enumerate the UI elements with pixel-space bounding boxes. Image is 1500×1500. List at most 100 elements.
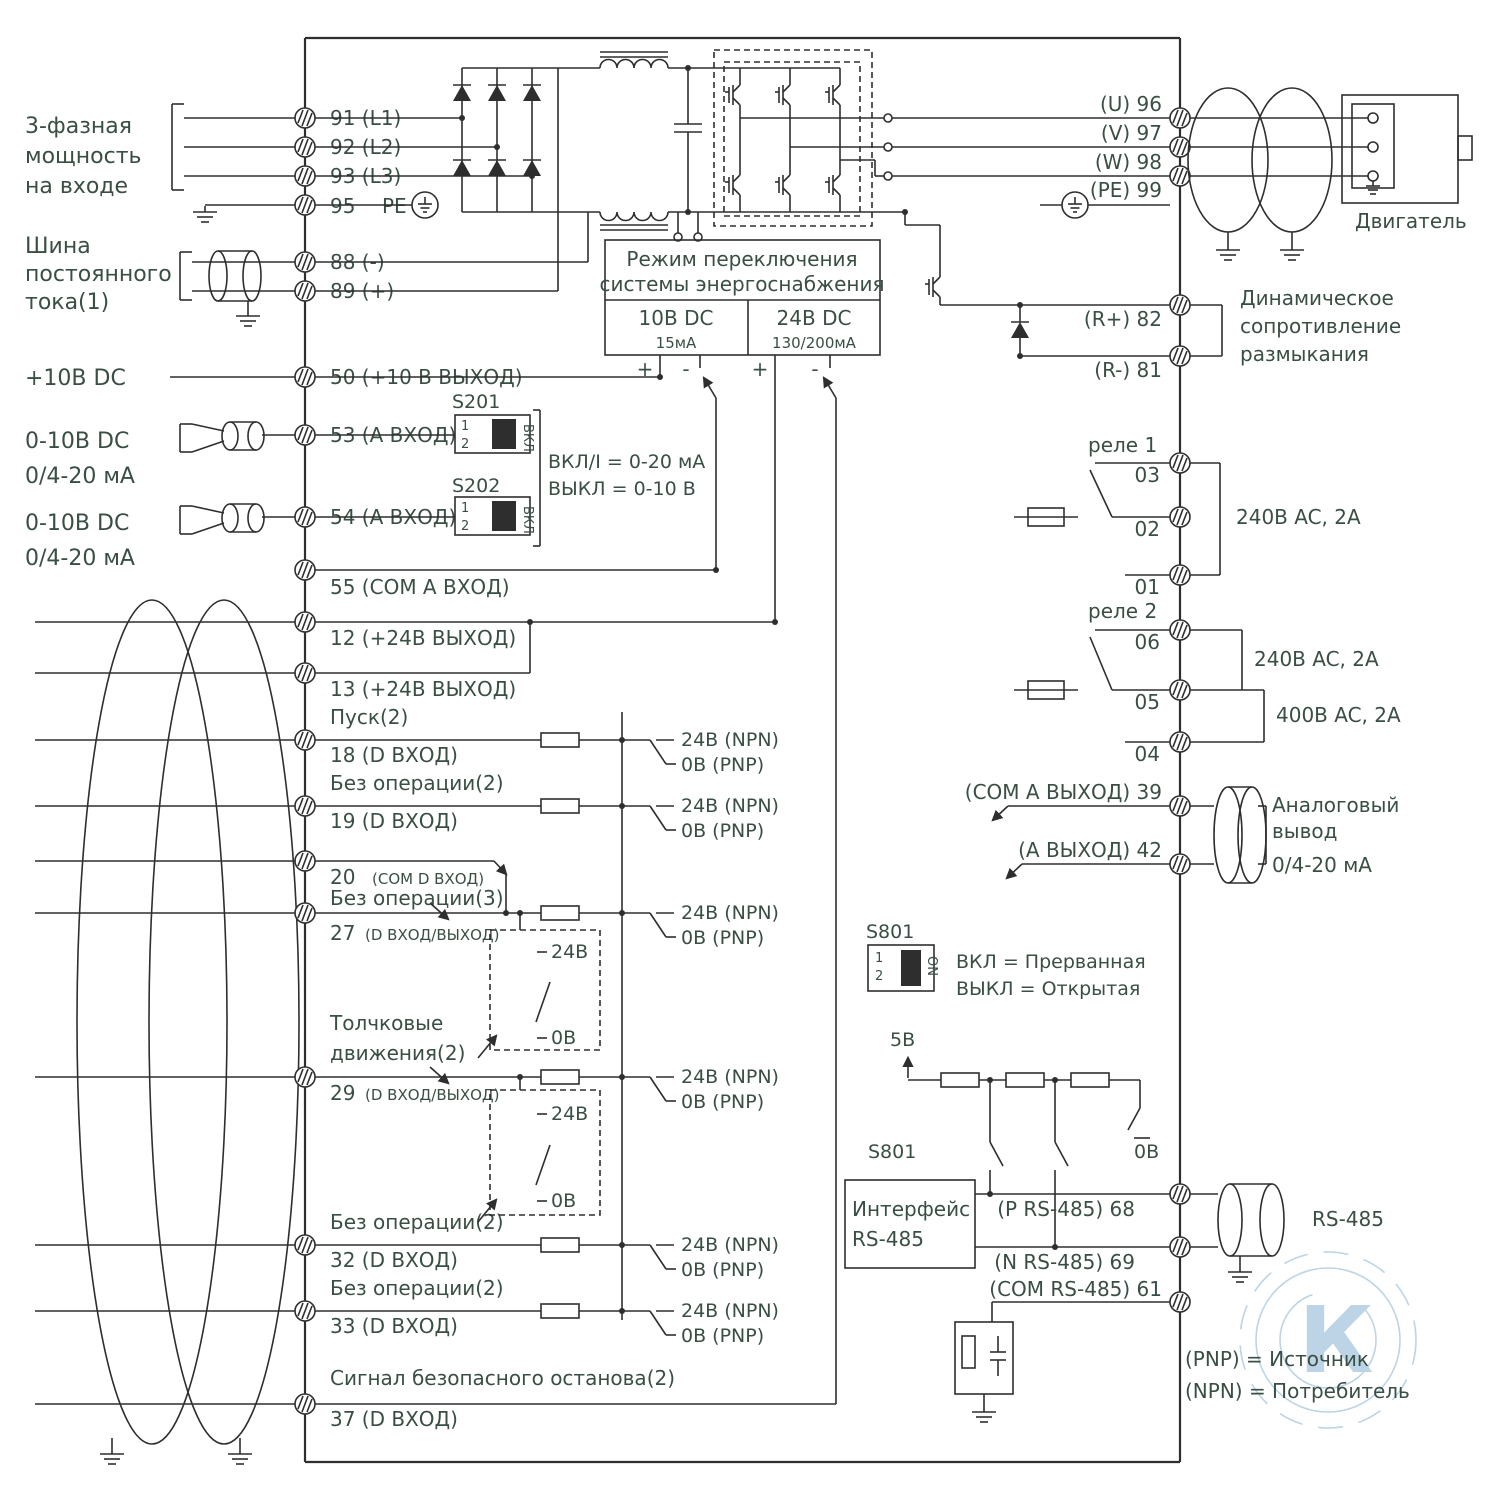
digital-input-row-27: 24В (NPN) 0В (PNP) (315, 902, 779, 949)
analog-input1-annotation: 0-10В DC 0/4-20 мА (25, 421, 295, 489)
left-terminal-labels: 91 (L1) 92 (L2) 93 (L3) 95 PE 88 (-) 89 … (329, 106, 675, 1431)
rs485-n-label: (N RS-485) 69 (994, 1250, 1135, 1274)
label-r82: (R+) 82 (1084, 307, 1162, 331)
brake-label-2: сопротивление (1240, 314, 1401, 338)
s202-pos2: 2 (461, 519, 469, 534)
rs485-shield-ground (1227, 1265, 1253, 1283)
smps-24v-minus: - (811, 357, 818, 381)
terminal-61 (1169, 1291, 1191, 1313)
label-w98: (W) 98 (1095, 150, 1162, 174)
rs485-interface: Интерфейс RS-485 (P RS-485) 68 (N RS-485… (844, 1179, 1170, 1423)
dc-bus-label-2: постоянного (25, 262, 172, 287)
label-jog-1: Толчковые (329, 1011, 443, 1035)
pnp-label-29: 0В (PNP) (681, 1091, 764, 1113)
terminal-92 (294, 136, 316, 158)
input-ground-symbol (192, 205, 218, 223)
jumper-box-29: 24В 0В (477, 1074, 601, 1223)
s801-note-1: ВКЛ = Прерванная (956, 951, 1146, 973)
dc-bus-label-3: тока(1) (25, 290, 109, 315)
label-safestop: Сигнал безопасного останова(2) (330, 1366, 675, 1390)
termination-ground (971, 1405, 997, 1423)
ain1-label-2: 0/4-20 мА (25, 464, 135, 489)
terminal-37 (294, 1393, 316, 1415)
label-29-desc: (D ВХОД/ВЫХОД) (365, 1086, 500, 1104)
smps-10v-label: 10В DC (639, 306, 714, 330)
terminal-82 (1169, 294, 1191, 316)
npn-label-19: 24В (NPN) (681, 795, 779, 817)
terminal-29 (294, 1066, 316, 1088)
relay1-c01: 01 (1135, 575, 1160, 599)
relay2-label: реле 2 (1088, 599, 1157, 623)
relay1-rating: 240В AC, 2А (1236, 505, 1361, 529)
three-phase-label-1: 3-фазная (25, 114, 132, 139)
s801-pos1: 1 (875, 951, 883, 966)
pnp-label-33: 0В (PNP) (681, 1325, 764, 1347)
npn-label-18: 24В (NPN) (681, 729, 779, 751)
pe-terminal-symbol (411, 191, 439, 219)
label-noop-27: Без операции(3) (330, 886, 504, 910)
jumper29-24v: 24В (551, 1103, 588, 1125)
label-pe: PE (382, 194, 407, 218)
rectifier-bridge (315, 67, 600, 219)
terminal-50 (294, 366, 316, 388)
plus10v-label: +10В DC (25, 366, 126, 391)
s801-on-label: ON (924, 956, 939, 976)
dc-choke-bottom (599, 211, 905, 231)
npn-label-33: 24В (NPN) (681, 1300, 779, 1322)
rs485-com-label: (COM RS-485) 61 (989, 1277, 1162, 1301)
analog-input2-annotation: 0-10В DC 0/4-20 мА (25, 503, 295, 571)
s201-label: S201 (452, 391, 500, 413)
dc-link-capacitor (673, 65, 703, 242)
relay2-c04: 04 (1135, 742, 1160, 766)
terminal-68 (1169, 1183, 1191, 1205)
terminal-04 (1169, 731, 1191, 753)
s201-on-label: ВКЛ (520, 424, 535, 452)
brake-resistor-annotation: Динамическое сопротивление размыкания (1190, 286, 1401, 366)
terminal-12 (294, 611, 316, 633)
s201-pos1: 1 (461, 419, 469, 434)
three-phase-input-annotation: 3-фазная мощность на входе (25, 103, 295, 223)
igbt-inverter-module (713, 49, 1170, 227)
dc-bus-label-1: Шина (25, 234, 91, 259)
terminal-05 (1169, 679, 1191, 701)
motor-shield-ground-2 (1279, 243, 1305, 261)
label-v97: (V) 97 (1101, 121, 1162, 145)
terminal-69 (1169, 1236, 1191, 1258)
terminal-53 (294, 424, 316, 446)
terminal-95 (294, 194, 316, 216)
smps-title-1: Режим переключения (626, 247, 857, 271)
jumper29-0v: 0В (551, 1190, 576, 1212)
dc-bus-links (315, 68, 589, 292)
jumper27-24v: 24В (551, 941, 588, 963)
label-20-desc: (COM D ВХОД) (372, 870, 484, 888)
terminal-20 (294, 850, 316, 872)
digital-input-row-29: 24В (NPN) 0В (PNP) (315, 1066, 779, 1113)
aout-title-2: вывод (1272, 819, 1337, 843)
jumper-box-27: 24В 0В (477, 910, 601, 1059)
dip-note-1: ВКЛ/I = 0-20 мА (548, 451, 705, 473)
terminal-32 (294, 1234, 316, 1256)
relay2-c05: 05 (1135, 690, 1160, 714)
relay2-rating-400: 400В AC, 2А (1276, 703, 1401, 727)
terminal-13 (294, 662, 316, 684)
s801-note-2: ВЫКЛ = Открытая (956, 978, 1140, 1000)
relay1-c02: 02 (1135, 517, 1160, 541)
digital-input-row-33: 24В (NPN) 0В (PNP) (315, 1300, 779, 1347)
ain2-label-1: 0-10В DC (25, 511, 129, 536)
pnp-label-18: 0В (PNP) (681, 754, 764, 776)
terminal-91 (294, 107, 316, 129)
output-pe (1040, 191, 1170, 219)
brake-chopper-circuit (902, 209, 1170, 359)
relay2-c06: 06 (1135, 630, 1160, 654)
label-55: 55 (COM А ВХОД) (330, 575, 510, 599)
legend-npn: (NPN) = Потребитель (1185, 1379, 1410, 1403)
smps-10v-plus: + (637, 357, 654, 381)
label-37: 37 (D ВХОД) (330, 1407, 458, 1431)
digital-input-row-18: 24В (NPN) 0В (PNP) (315, 729, 779, 776)
label-20-num: 20 (330, 865, 355, 889)
label-noop-32: Без операции(2) (330, 1210, 504, 1234)
terminal-96 (1169, 107, 1191, 129)
smps-10v-current: 15мА (656, 334, 697, 352)
